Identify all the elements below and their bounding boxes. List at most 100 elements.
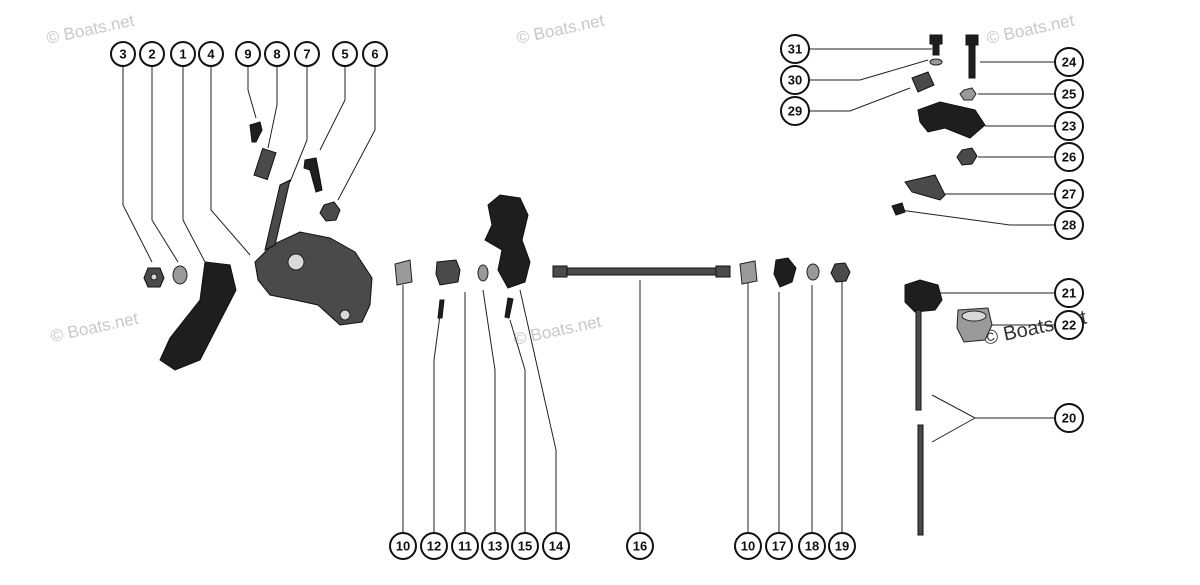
screw-part-28 [891,202,906,216]
svg-text:21: 21 [1062,286,1076,301]
svg-text:4: 4 [207,47,215,62]
callout-30[interactable]: 30 [780,65,810,95]
callout-18[interactable]: 18 [798,532,826,560]
shaft-part-16 [552,267,729,276]
callout-16[interactable]: 16 [626,532,654,560]
svg-text:14: 14 [549,539,564,554]
svg-text:25: 25 [1062,87,1076,102]
callout-4[interactable]: 4 [198,41,224,67]
callout-29[interactable]: 29 [780,96,810,126]
callout-25[interactable]: 25 [1054,79,1084,109]
callout-23[interactable]: 23 [1054,111,1084,141]
svg-text:16: 16 [633,539,647,554]
svg-text:29: 29 [788,104,802,119]
svg-text:1: 1 [179,47,186,62]
watermark-mid-center: © Boats.net [512,312,603,349]
plate-part-8 [253,147,277,181]
callout-31[interactable]: 31 [780,34,810,64]
nut-part-6 [319,201,341,222]
nut-hole-3 [150,273,158,281]
callout-7[interactable]: 7 [294,41,320,67]
bolt-part-5 [303,157,323,193]
callout-12[interactable]: 12 [420,532,448,560]
svg-text:19: 19 [835,539,849,554]
washer-part-18 [806,263,820,281]
callout-6[interactable]: 6 [362,41,388,67]
svg-text:27: 27 [1062,187,1076,202]
svg-text:6: 6 [371,47,378,62]
callout-28[interactable]: 28 [1054,210,1084,240]
svg-text:13: 13 [488,539,502,554]
shaft-thread-left [552,265,568,278]
svg-text:22: 22 [1062,318,1076,333]
callout-3[interactable]: 3 [110,41,136,67]
bushing-hole-22 [961,310,987,322]
svg-text:31: 31 [788,42,802,57]
callout-24[interactable]: 24 [1054,47,1084,77]
washer-part-13 [477,264,489,282]
callout-17[interactable]: 17 [765,532,793,560]
callout-14[interactable]: 14 [542,532,570,560]
callout-1[interactable]: 1 [170,41,196,67]
svg-text:26: 26 [1062,150,1076,165]
shaft-thread-right [715,265,731,278]
callout-2[interactable]: 2 [139,41,165,67]
callout-9[interactable]: 9 [235,41,261,67]
callout-11[interactable]: 11 [451,532,479,560]
callout-22[interactable]: 22 [1054,310,1084,340]
svg-text:11: 11 [458,539,472,554]
svg-text:2: 2 [148,47,155,62]
lever-arm-part-1 [159,261,237,371]
callout-13[interactable]: 13 [481,532,509,560]
washer-part-25 [959,87,977,101]
pin-part-15 [504,297,514,319]
svg-text:24: 24 [1062,55,1077,70]
svg-text:5: 5 [341,47,348,62]
rod-part-20-lower [917,424,924,536]
callout-26[interactable]: 26 [1054,142,1084,172]
svg-text:18: 18 [805,539,819,554]
lever-part-23 [917,101,986,139]
watermark-mid-left: © Boats.net [49,309,140,346]
svg-text:3: 3 [119,47,126,62]
clip-part-29 [911,71,935,93]
svg-text:10: 10 [741,539,755,554]
callout-27[interactable]: 27 [1054,179,1084,209]
svg-text:20: 20 [1062,411,1076,426]
pin-part-12 [437,299,445,319]
gear-part-17 [773,257,797,288]
svg-text:15: 15 [518,539,532,554]
washer-part-30 [929,58,943,66]
callout-8[interactable]: 8 [264,41,290,67]
leaders-center-bottom [402,280,843,532]
bracket-part-4 [254,231,373,326]
leaders-top-left [122,67,376,263]
bushing-part-10b [739,260,758,285]
bushing-part-10a [394,259,413,286]
callout-21[interactable]: 21 [1054,278,1084,308]
callout-10-left[interactable]: 10 [389,532,417,560]
rod-part-20-upper [915,309,922,411]
svg-text:28: 28 [1062,218,1076,233]
callout-15[interactable]: 15 [511,532,539,560]
svg-text:12: 12 [427,539,441,554]
callout-5[interactable]: 5 [332,41,358,67]
screw-part-31 [929,34,943,56]
callout-20[interactable]: 20 [1054,403,1084,433]
svg-text:30: 30 [788,73,802,88]
center-assembly [394,194,851,319]
bolt-part-24 [965,34,979,79]
shift-lever-part-14 [484,194,531,289]
knob-part-21 [904,279,943,313]
svg-text:7: 7 [303,47,310,62]
callout-19[interactable]: 19 [828,532,856,560]
nut-part-26 [956,147,978,166]
rod-part-7 [264,179,291,251]
svg-text:17: 17 [772,539,786,554]
gear-part-11 [435,259,461,286]
svg-text:23: 23 [1062,119,1076,134]
bracket-hole [287,253,305,271]
callout-10-right[interactable]: 10 [734,532,762,560]
bracket-mount-hole [339,309,351,321]
